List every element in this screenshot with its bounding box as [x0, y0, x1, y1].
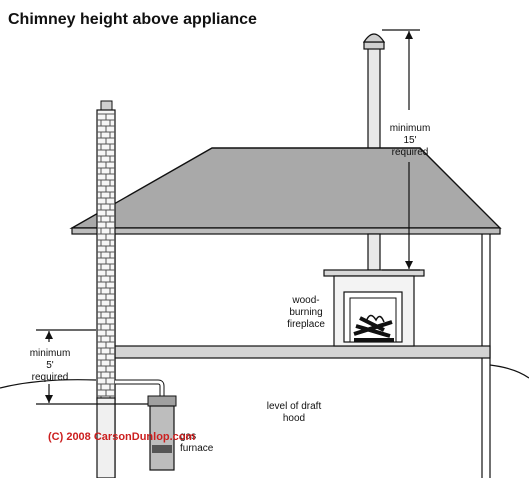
- chimney-cap: [362, 33, 386, 50]
- chimney-bricks: [97, 113, 115, 398]
- label-draft-line2: hood: [283, 413, 305, 424]
- dimension-15ft: [382, 29, 420, 271]
- copyright-watermark: (C) 2008 CarsonDunlop.com: [48, 431, 196, 443]
- lower-chimney-pipe: [367, 233, 381, 271]
- ground-line-right: [489, 364, 529, 379]
- gas-furnace: [115, 379, 177, 471]
- label-fireplace-line3: fireplace: [287, 319, 325, 330]
- floor-slab: [114, 345, 491, 359]
- label-min15-line3: required: [392, 147, 429, 158]
- diagram-title: Chimney height above appliance: [8, 11, 257, 28]
- label-min5-line3: required: [32, 372, 69, 383]
- roof: [69, 147, 502, 235]
- label-furnace-line1: gas: [180, 431, 196, 442]
- label-draft-line1: level of draft: [267, 401, 322, 412]
- label-min15-line2: 15': [403, 135, 416, 146]
- label-min5-line2: 5': [46, 360, 54, 371]
- label-min5-line1: minimum: [30, 348, 71, 359]
- label-fireplace-line1: wood-: [291, 295, 319, 306]
- ground-line-left: [0, 379, 97, 389]
- fire-logs-icon: [353, 314, 394, 342]
- label-min15-line1: minimum: [390, 123, 431, 134]
- label-furnace-line2: furnace: [180, 443, 214, 454]
- label-fireplace-line2: burning: [289, 307, 322, 318]
- chimney-base: [96, 397, 116, 478]
- upper-chimney-pipe: [367, 47, 381, 161]
- dimension-5ft: [36, 329, 148, 405]
- fireplace: [323, 269, 425, 347]
